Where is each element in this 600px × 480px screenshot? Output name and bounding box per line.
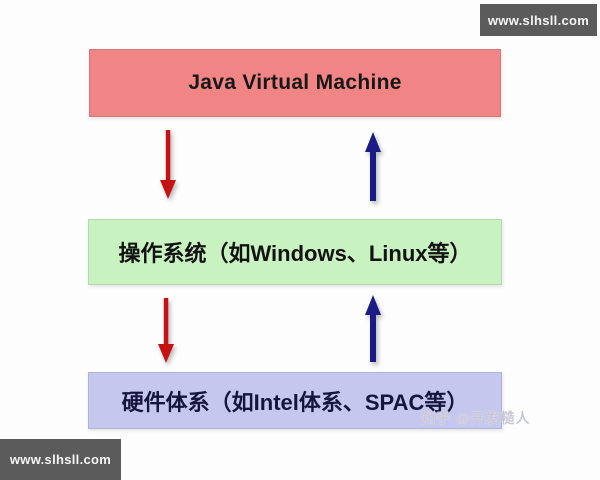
up-arrow-icon	[365, 132, 381, 201]
node-operating-system: 操作系统（如Windows、Linux等）	[88, 219, 502, 285]
down-arrow-icon	[160, 130, 176, 199]
down-arrow-icon	[158, 298, 174, 363]
node-hardware-architecture: 硬件体系（如Intel体系、SPAC等）	[88, 372, 502, 429]
node-java-virtual-machine: Java Virtual Machine	[89, 49, 501, 117]
node-label: Java Virtual Machine	[188, 71, 402, 94]
zhihu-watermark: 知乎 @开发糙人	[421, 410, 531, 426]
site-watermark-text: www.slhsll.com	[9, 452, 112, 467]
site-watermark-text: www.slhsll.com	[487, 12, 590, 28]
node-label: 硬件体系（如Intel体系、SPAC等）	[121, 389, 469, 415]
node-label: 操作系统（如Windows、Linux等）	[118, 241, 472, 266]
site-watermark-top-right: www.slhsll.com	[480, 4, 597, 36]
up-arrow-icon	[365, 295, 381, 362]
site-watermark-bottom-left: www.slhsll.com	[0, 439, 121, 480]
